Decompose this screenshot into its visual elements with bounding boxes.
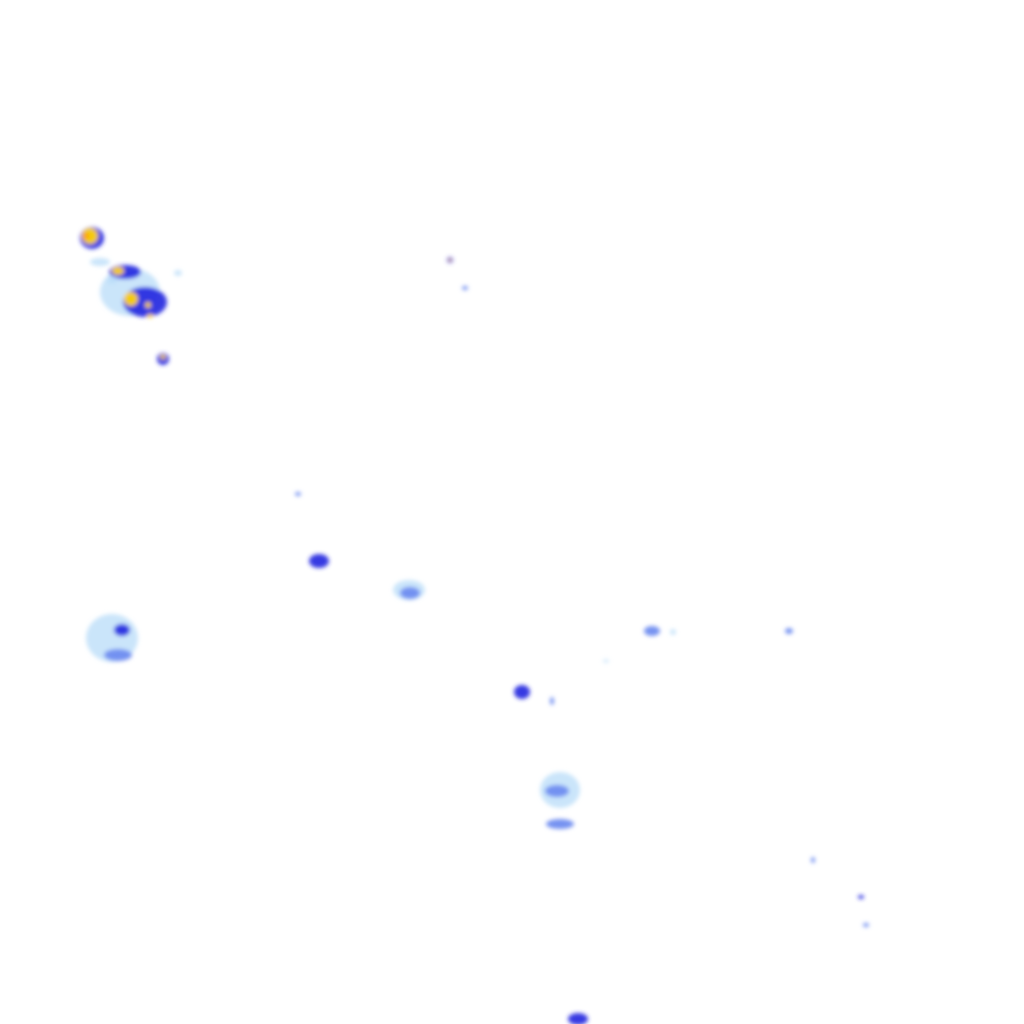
precipitation-echo-medium [785, 628, 793, 634]
precipitation-echo-medium [462, 286, 468, 290]
precipitation-echo-light [603, 659, 609, 663]
precipitation-echo-intense [124, 292, 138, 306]
precipitation-echo-medium [545, 785, 569, 797]
precipitation-echo-medium [644, 626, 660, 636]
precipitation-echo-medium [295, 492, 301, 496]
precipitation-echo-medium [550, 697, 554, 705]
precipitation-echo-heavy [514, 685, 530, 699]
precipitation-echo-intense [112, 267, 124, 275]
precipitation-echo-heavy [568, 1013, 588, 1024]
precipitation-echo-light [90, 258, 110, 266]
precipitation-echo-medium [863, 923, 869, 927]
precipitation-echo-intense [160, 354, 166, 360]
precipitation-echo-light [107, 276, 117, 284]
precipitation-echo-medium [104, 649, 132, 661]
precipitation-echo-medium [546, 819, 574, 829]
precipitation-echo-medium [811, 857, 815, 863]
precipitation-echo-intense [448, 258, 452, 262]
precipitation-echo-heavy [858, 895, 864, 899]
precipitation-echo-intense [82, 228, 98, 244]
precipitation-echo-heavy [114, 624, 130, 636]
precipitation-echo-light [174, 270, 182, 276]
precipitation-echo-light [670, 629, 676, 635]
precipitation-echo-intense [147, 314, 153, 318]
precipitation-echo-medium [400, 587, 420, 599]
precipitation-echo-heavy [309, 554, 329, 568]
precipitation-echo-intense [145, 302, 151, 308]
precipitation-echo-extreme [83, 233, 89, 239]
